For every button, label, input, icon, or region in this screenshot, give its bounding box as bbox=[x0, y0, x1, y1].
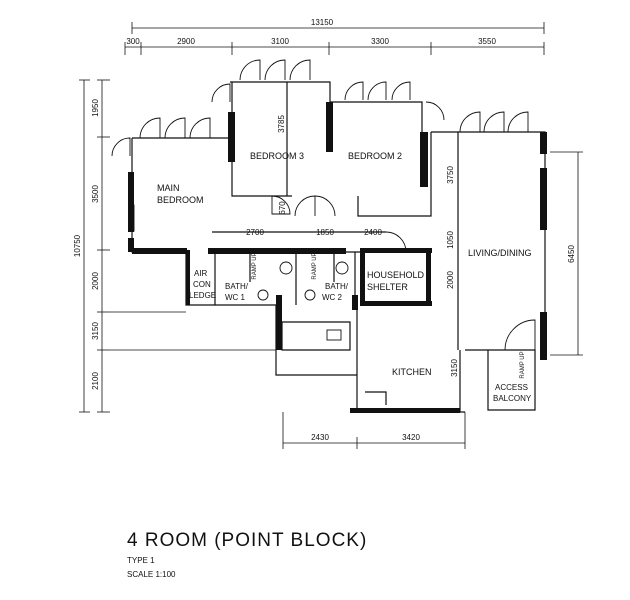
label-aircon-2: CON bbox=[193, 280, 211, 289]
dim-top-seg-5: 3550 bbox=[478, 37, 496, 46]
label-bath1-2: WC 1 bbox=[225, 293, 246, 302]
label-access-2: BALCONY bbox=[493, 394, 532, 403]
dim-2000: 2000 bbox=[446, 271, 455, 289]
label-bath1-1: BATH/ bbox=[225, 282, 249, 291]
label-main-bedroom-1: MAIN bbox=[157, 183, 180, 193]
label-bath2-2: WC 2 bbox=[322, 293, 343, 302]
dim-2700: 2700 bbox=[246, 228, 264, 237]
dim-3420: 3420 bbox=[402, 433, 420, 442]
dim-top-seg-1: 300 bbox=[126, 37, 140, 46]
dim-3750: 3750 bbox=[446, 166, 455, 184]
dim-2400: 2400 bbox=[364, 228, 382, 237]
dim-3785: 3785 bbox=[277, 115, 286, 133]
label-bedroom-3: BEDROOM 3 bbox=[250, 151, 304, 161]
dim-6450: 6450 bbox=[567, 245, 576, 263]
dim-670: 670 bbox=[278, 201, 287, 215]
dim-top-seg-2: 2900 bbox=[177, 37, 195, 46]
label-household-1: HOUSEHOLD bbox=[367, 270, 425, 280]
label-main-bedroom-2: BEDROOM bbox=[157, 195, 204, 205]
plan-scale: SCALE 1:100 bbox=[127, 570, 176, 579]
label-bath2-1: BATH/ bbox=[325, 282, 349, 291]
dim-top-seg-3: 3100 bbox=[271, 37, 289, 46]
label-ramp-3: RAMP UP bbox=[520, 351, 526, 378]
dim-1050: 1050 bbox=[446, 231, 455, 249]
label-access-1: ACCESS bbox=[495, 383, 528, 392]
dim-left-seg-1: 1950 bbox=[91, 99, 100, 117]
label-kitchen: KITCHEN bbox=[392, 367, 432, 377]
label-bedroom-2: BEDROOM 2 bbox=[348, 151, 402, 161]
label-aircon-1: AIR bbox=[194, 269, 208, 278]
dim-1850: 1850 bbox=[316, 228, 334, 237]
dim-left-total: 10750 bbox=[73, 234, 82, 257]
dim-left-seg-5: 2100 bbox=[91, 372, 100, 390]
label-ramp-2: RAMP UP bbox=[312, 252, 318, 279]
dim-3150: 3150 bbox=[450, 359, 459, 377]
dim-top-seg-4: 3300 bbox=[371, 37, 389, 46]
plan-title: 4 ROOM (POINT BLOCK) bbox=[127, 530, 368, 551]
label-household-2: SHELTER bbox=[367, 282, 408, 292]
label-living-dining: LIVING/DINING bbox=[468, 248, 532, 258]
dim-left-seg-3: 2000 bbox=[91, 272, 100, 290]
dim-left-seg-4: 3150 bbox=[91, 322, 100, 340]
dim-left-seg-2: 3500 bbox=[91, 185, 100, 203]
dim-2430: 2430 bbox=[311, 433, 329, 442]
plan-type: TYPE 1 bbox=[127, 556, 155, 565]
label-aircon-3: LEDGE bbox=[189, 291, 216, 300]
label-ramp-1: RAMP UP bbox=[252, 252, 258, 279]
dim-top-total: 13150 bbox=[311, 18, 334, 27]
